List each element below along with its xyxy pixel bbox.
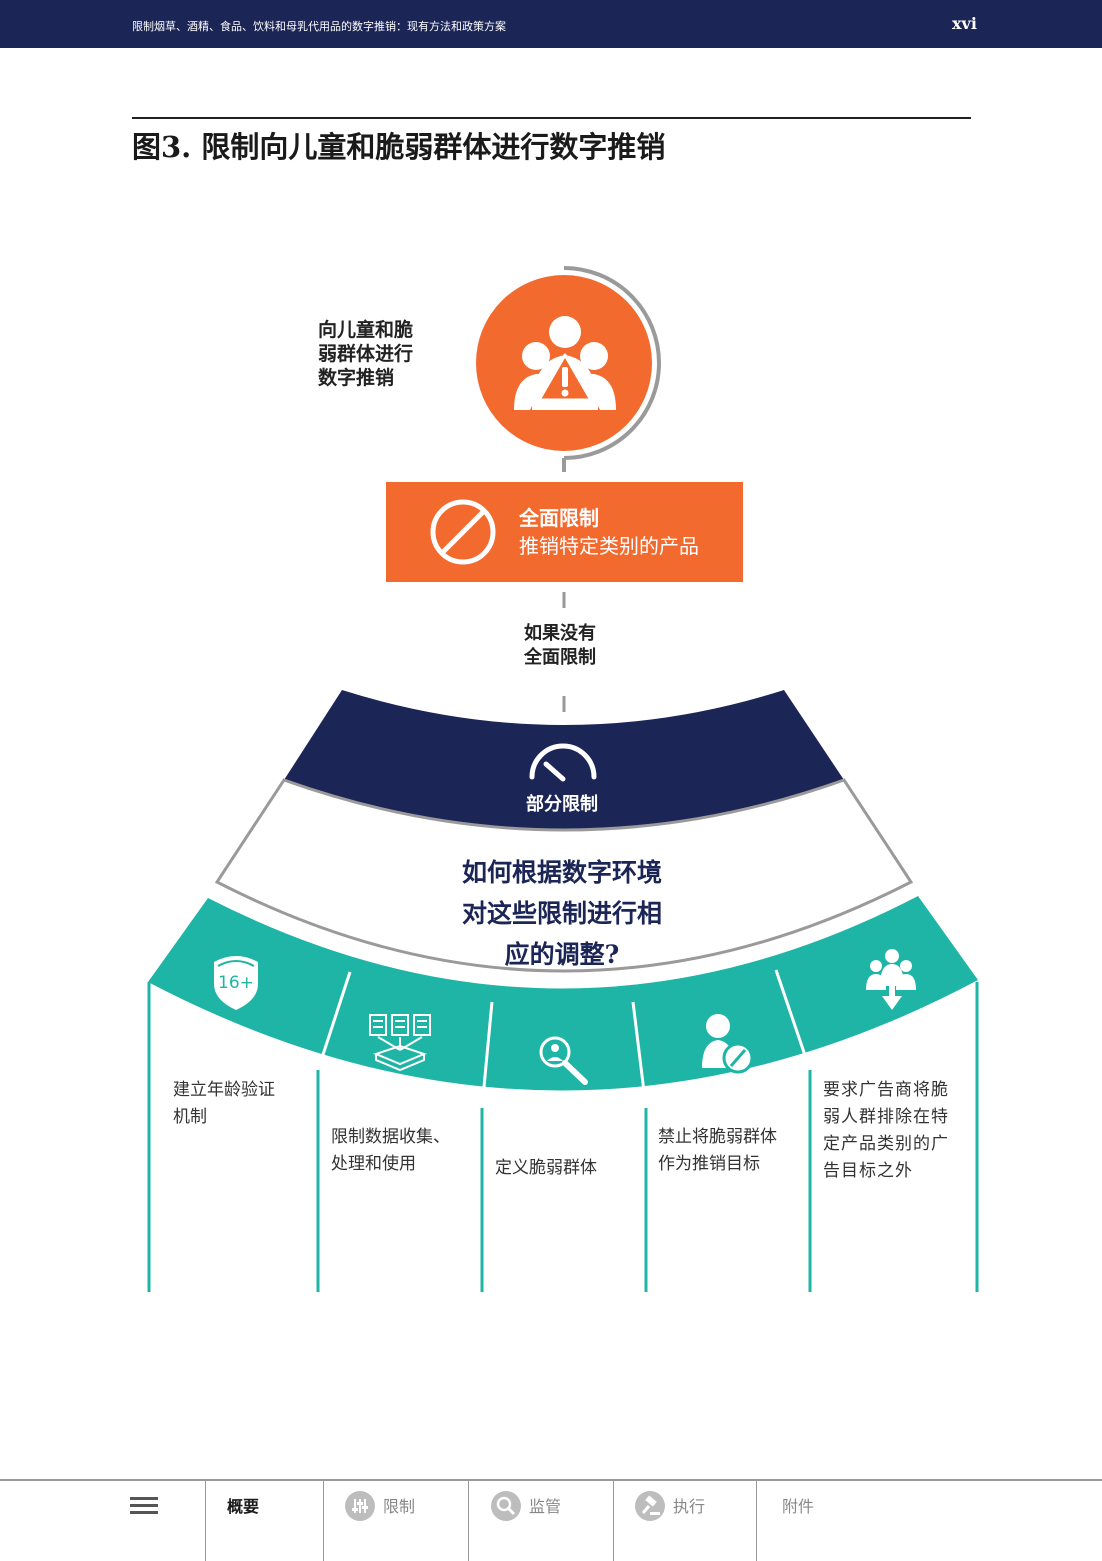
nav-divider <box>756 1481 757 1561</box>
bottom-nav: 概要 限制 监管 执行 附件 <box>0 1479 1102 1561</box>
column-text-line: 处理和使用 <box>331 1154 416 1174</box>
title-rule <box>132 117 971 119</box>
teal-arch <box>148 896 978 1091</box>
magnifier-person-icon <box>539 1036 588 1085</box>
search-icon <box>491 1491 521 1521</box>
nav-tab-annex[interactable]: 附件 <box>782 1497 815 1516</box>
question-band-outline <box>214 778 914 973</box>
age-verification-shield-icon: 16+ <box>214 956 258 1010</box>
column-2-text: 限制数据收集、 处理和使用 <box>331 1124 477 1178</box>
column-text-line: 要求广告商将脆 <box>823 1080 949 1100</box>
running-title: 限制烟草、酒精、食品、饮料和母乳代用品的数字推销：现有方法和政策方案 <box>132 20 506 33</box>
top-label: 向儿童和脆 弱群体进行 数字推销 <box>318 318 448 390</box>
column-4-text: 禁止将脆弱群体 作为推销目标 <box>658 1124 806 1178</box>
question-line: 对这些限制进行相 <box>461 899 662 928</box>
group-exclude-icon <box>866 949 916 1010</box>
column-text-line: 限制数据收集、 <box>331 1127 450 1147</box>
question-line: 如何根据数字环境 <box>461 858 662 887</box>
prohibited-icon <box>430 499 496 565</box>
if-not-label: 如果没有 全面限制 <box>500 622 620 670</box>
full-restriction-title: 全面限制 <box>519 506 599 530</box>
nav-divider <box>205 1481 206 1561</box>
nav-tab-monitoring[interactable]: 监管 <box>529 1497 562 1516</box>
top-label-line: 数字推销 <box>318 367 395 389</box>
column-text-line: 作为推销目标 <box>658 1154 760 1174</box>
menu-icon[interactable] <box>130 1495 158 1517</box>
nav-tab-restrictions[interactable]: 限制 <box>383 1497 416 1516</box>
question-text: 如何根据数字环境 对这些限制进行相 应的调整? <box>440 852 684 975</box>
if-not-line: 如果没有 <box>524 623 596 644</box>
circle-outline-arc <box>563 266 661 460</box>
if-not-line: 全面限制 <box>524 647 596 668</box>
figure-graphic: 16+ <box>147 266 979 1292</box>
question-line: 应的调整? <box>504 940 620 969</box>
column-text-line: 机制 <box>173 1107 207 1127</box>
column-text-line: 定产品类别的广 <box>823 1134 949 1154</box>
figure-title: 图3. 限制向儿童和脆弱群体进行数字推销 <box>132 130 666 164</box>
column-text-line: 弱人群排除在特 <box>823 1107 949 1127</box>
column-lines <box>147 982 979 1292</box>
top-label-line: 向儿童和脆 <box>318 319 414 341</box>
column-text-line: 定义脆弱群体 <box>495 1158 597 1178</box>
nav-divider <box>323 1481 324 1561</box>
top-label-line: 弱群体进行 <box>318 343 414 365</box>
partial-restriction-band <box>284 690 844 830</box>
data-collection-icon <box>369 1014 431 1072</box>
person-ban-icon <box>702 1014 754 1074</box>
age-badge-text: 16+ <box>218 973 254 993</box>
page-header: 限制烟草、酒精、食品、饮料和母乳代用品的数字推销：现有方法和政策方案 xvi <box>0 0 1102 48</box>
column-3-text: 定义脆弱群体 <box>495 1155 641 1182</box>
nav-tab-enforcement[interactable]: 执行 <box>673 1497 706 1516</box>
nav-tab-overview[interactable]: 概要 <box>227 1497 260 1516</box>
sliders-icon <box>345 1491 375 1521</box>
column-text-line: 告目标之外 <box>823 1161 913 1181</box>
gauge-icon <box>529 743 597 782</box>
warning-triangle-icon <box>537 353 593 402</box>
nav-divider <box>468 1481 469 1561</box>
full-restriction-box <box>386 482 743 582</box>
column-5-text: 要求广告商将脆 弱人群排除在特 定产品类别的广 告目标之外 <box>823 1077 973 1185</box>
arch-dividers <box>316 969 812 1109</box>
nav-divider <box>613 1481 614 1561</box>
partial-restriction-label: 部分限制 <box>526 794 598 815</box>
page-number: xvi <box>952 14 977 33</box>
full-restriction-subtitle: 推销特定类别的产品 <box>519 534 699 558</box>
gavel-icon <box>635 1491 665 1521</box>
column-text-line: 建立年龄验证 <box>173 1080 275 1100</box>
column-text-line: 禁止将脆弱群体 <box>658 1127 777 1147</box>
column-1-text: 建立年龄验证 机制 <box>173 1077 313 1131</box>
